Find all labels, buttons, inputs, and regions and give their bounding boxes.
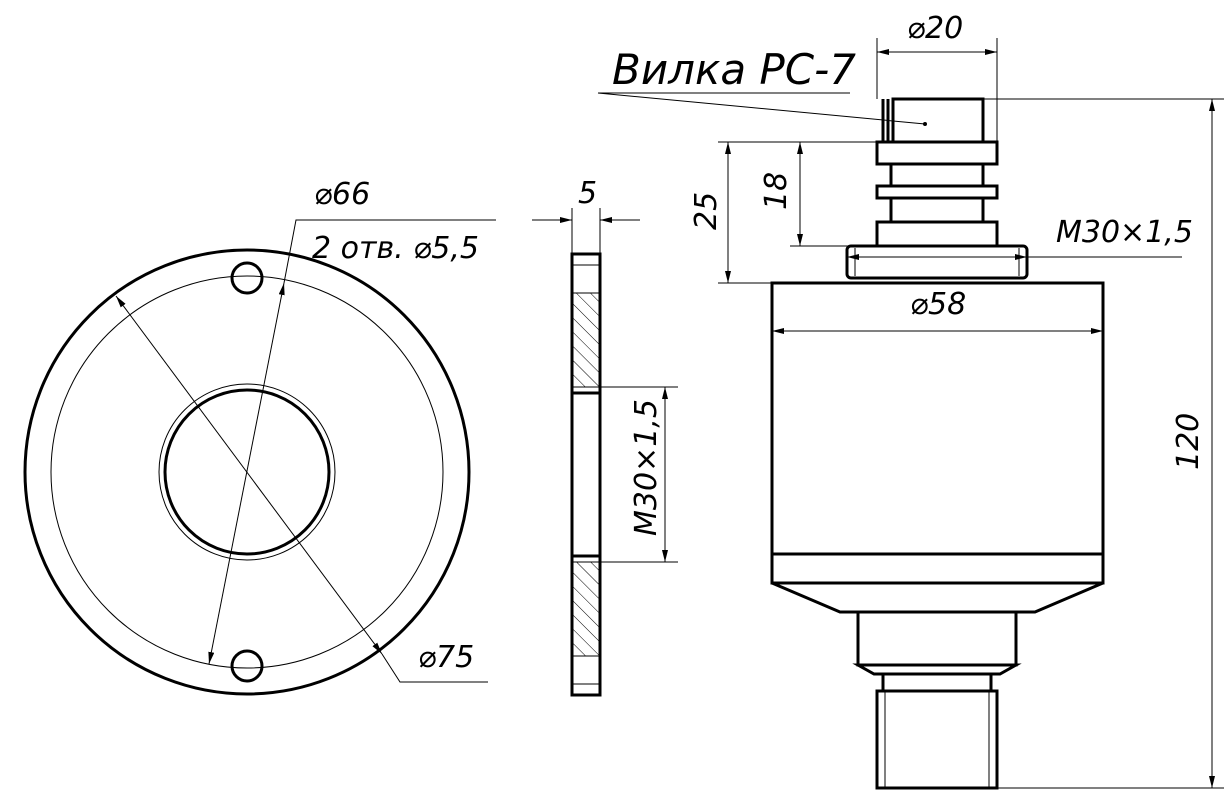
d75-leader — [381, 653, 488, 683]
thread-horizontal-label: М30×1,5 — [1056, 215, 1193, 250]
flange-side-section: 5 М30×1,5 — [532, 176, 678, 697]
nut — [845, 244, 1029, 280]
d75-dim-line — [115, 295, 383, 655]
h120-label: 120 — [1171, 413, 1206, 470]
sensor-side-view: Вилка РС-7 ⌀20 25 18 М30×1,5 ⌀58 120 — [597, 11, 1224, 790]
thread-shank — [881, 672, 993, 693]
lower-chamfer — [852, 663, 1022, 676]
mount-hole-top — [230, 261, 264, 295]
connector-label: Вилка РС-7 — [612, 45, 856, 94]
d66-dim-line — [208, 282, 285, 665]
neck-1 — [889, 162, 985, 188]
body-taper — [771, 581, 1104, 614]
flange-side-outline — [570, 252, 602, 697]
h18-label: 18 — [759, 172, 794, 210]
connector-body — [891, 97, 985, 144]
mount-hole-bottom — [230, 649, 264, 683]
bolt-circle — [50, 275, 444, 669]
connector-leader-line — [597, 92, 926, 125]
main-body — [770, 281, 1105, 585]
thread-vertical-label: М30×1,5 — [629, 399, 664, 536]
collar-lower — [875, 220, 999, 248]
flange-outer-circle — [23, 248, 471, 696]
t5-label: 5 — [578, 176, 597, 211]
flange-front-view: ⌀66 2 отв. ⌀5,5 ⌀75 — [23, 177, 496, 696]
d20-label: ⌀20 — [907, 11, 963, 46]
d58-label: ⌀58 — [910, 287, 966, 322]
holes-label: 2 отв. ⌀5,5 — [312, 231, 479, 266]
section-hatch-bottom — [572, 562, 600, 656]
lower-fitting — [856, 610, 1018, 667]
d75-label: ⌀75 — [418, 640, 474, 675]
collar-top — [875, 140, 999, 166]
d66-label: ⌀66 — [314, 177, 370, 212]
neck-2 — [889, 196, 985, 224]
collar-mid — [875, 184, 999, 200]
section-hatch-top — [572, 293, 600, 387]
d66-leader — [283, 219, 496, 284]
bottom-port — [875, 689, 999, 790]
h25-label: 25 — [689, 192, 724, 230]
